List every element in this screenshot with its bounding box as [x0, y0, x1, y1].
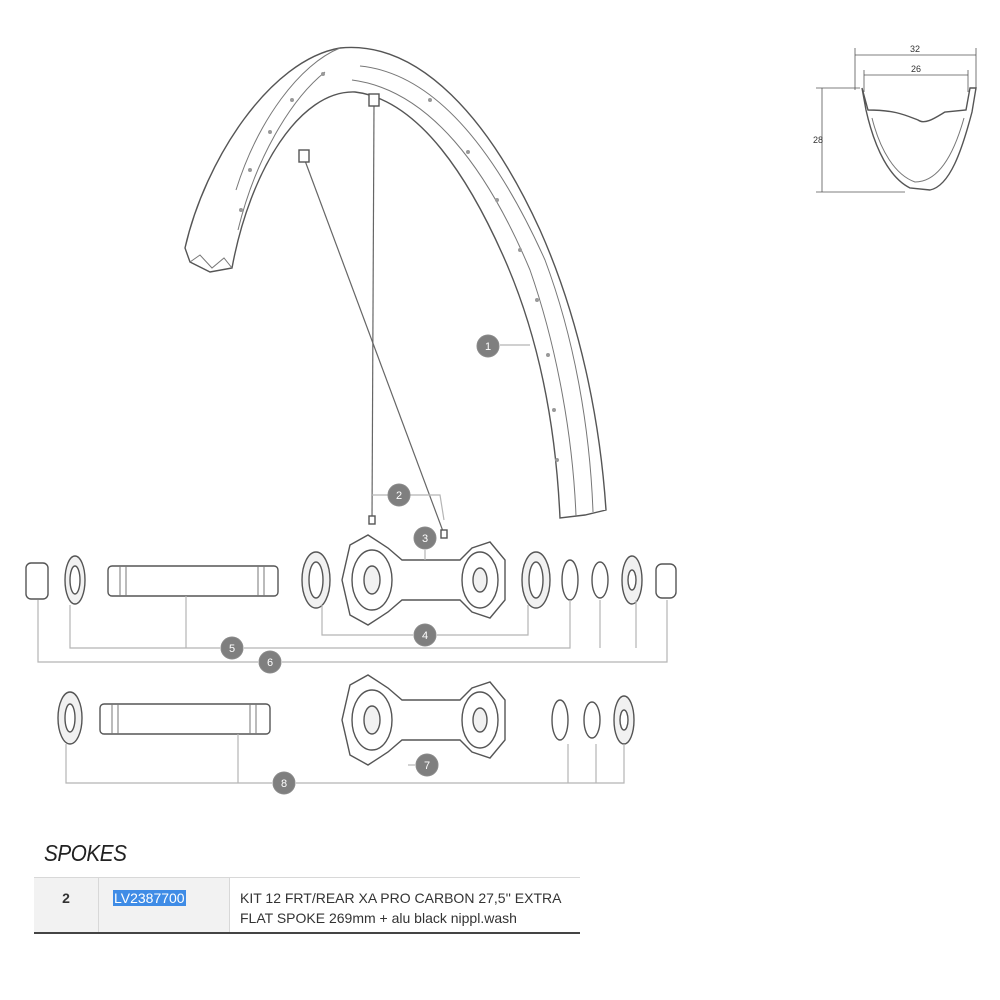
parts-table: 2 LV2387700 KIT 12 FRT/REAR XA PRO CARBO…	[34, 877, 580, 934]
svg-text:8: 8	[281, 778, 287, 790]
callout-4: 4	[413, 623, 437, 647]
axle-row-2	[57, 674, 635, 766]
callout-1: 1	[476, 334, 500, 358]
rim-profile-drawing: 32 26 28	[813, 44, 977, 193]
exploded-wheel-diagram: 32 26 28	[25, 44, 977, 795]
callout-3: 3	[413, 526, 437, 550]
callout-5: 5	[220, 636, 244, 660]
section-title: SPOKES	[44, 840, 127, 866]
svg-text:4: 4	[422, 630, 428, 642]
profile-outer-width: 32	[910, 44, 920, 54]
callout-8: 8	[272, 771, 296, 795]
axle-row-1	[25, 534, 677, 626]
part-reference[interactable]: LV2387700	[113, 890, 186, 906]
profile-height: 28	[813, 135, 823, 145]
callout-2: 2	[387, 483, 411, 507]
callout-7: 7	[415, 753, 439, 777]
profile-inner-width: 26	[911, 64, 921, 74]
spokes-section: SPOKES 2 LV2387700 KIT 12 FRT/REAR XA PR…	[34, 840, 580, 934]
leader-lines	[37, 344, 668, 784]
svg-text:1: 1	[485, 341, 491, 353]
rim	[184, 46, 607, 519]
svg-text:7: 7	[424, 760, 430, 772]
part-description: KIT 12 FRT/REAR XA PRO CARBON 27,5'' EXT…	[229, 877, 580, 933]
svg-text:2: 2	[396, 490, 402, 502]
svg-text:3: 3	[422, 533, 428, 545]
callout-6: 6	[258, 650, 282, 674]
part-reference-cell: LV2387700	[98, 877, 230, 933]
svg-text:5: 5	[229, 643, 235, 655]
spokes	[298, 93, 448, 539]
table-row: 2 LV2387700 KIT 12 FRT/REAR XA PRO CARBO…	[34, 877, 580, 933]
part-number: 2	[34, 877, 99, 933]
svg-text:6: 6	[267, 657, 273, 669]
